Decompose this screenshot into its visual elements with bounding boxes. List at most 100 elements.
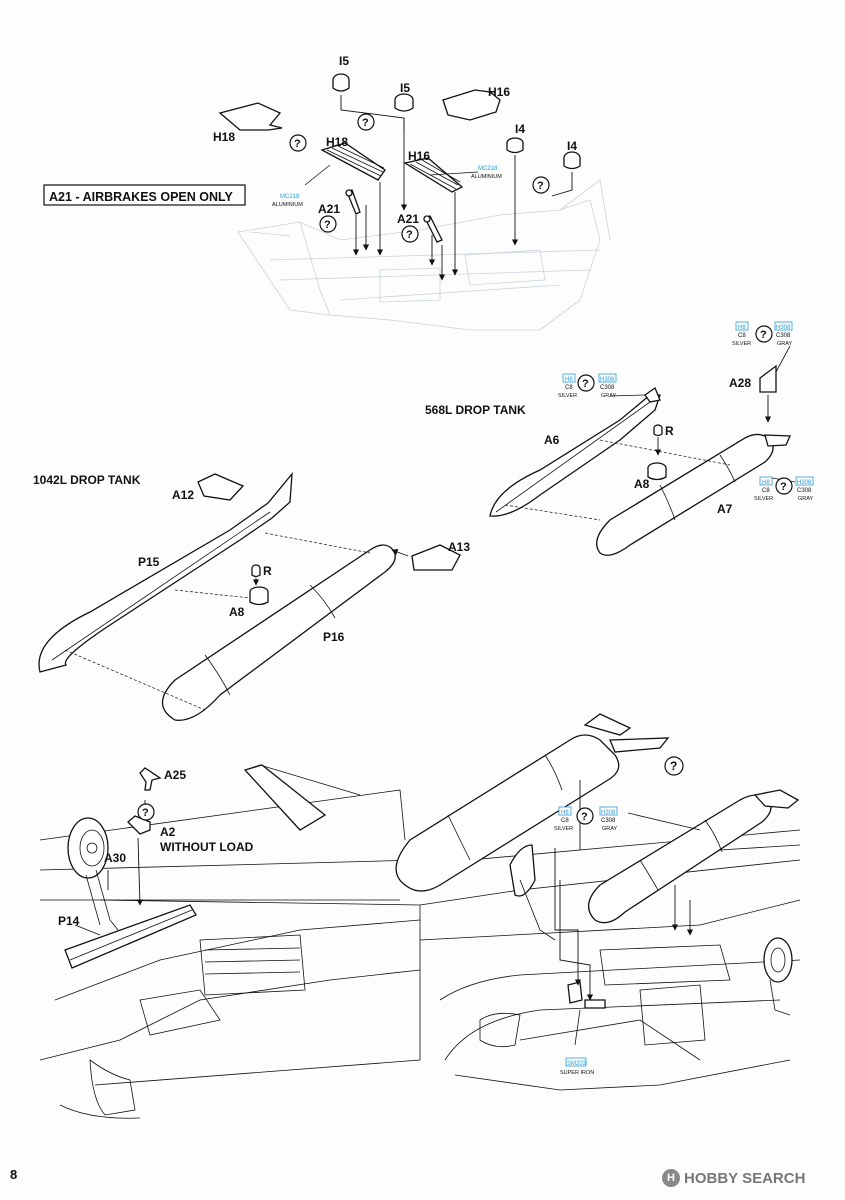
part-a8-568 [647,462,667,481]
paint-box-h308-mid [598,373,617,383]
paint-h8-bottom: H8 [561,810,569,816]
airbrakes-callout-box [43,184,246,206]
paint-gray-tank: GRAY [798,496,814,502]
paint-h8-mid: H8 [565,377,573,383]
paint-h8-top: H8 [738,325,746,331]
label-a7: A7 [717,502,733,516]
part-r-1042 [251,564,261,578]
label-i4-1: I4 [515,122,525,136]
part-a12 [197,473,245,501]
watermark-text: HOBBY SEARCH [684,1169,806,1187]
tank-1042-body [161,544,396,721]
paint-box-h8-mid [562,373,576,383]
paint-mc218-2-code: MC218 [478,166,498,172]
label-p15: P15 [138,555,160,569]
paint-h308-bottom: H308 [601,810,616,816]
bottom-right-airframe [419,829,801,1091]
unknown-marker-paint-mid [577,374,595,392]
q-mark-paint-mid: ? [582,378,589,390]
paint-h308-tank: H308 [797,480,812,486]
top-assembly-arrows [304,95,573,281]
tank-568-body [596,433,791,556]
bottom-right-arrows [554,780,701,1046]
label-r-568: R [665,424,674,438]
paint-box-h8-tank [759,476,773,486]
label-a8-568: A8 [634,477,650,491]
paint-box-h8-top [735,321,749,331]
label-h18-airbrake: H18 [326,135,348,149]
paint-c8-bottom: C8 [561,818,569,824]
title-1042-tank: 1042L DROP TANK [33,473,141,487]
tank-1042-arrows [64,532,409,711]
label-without-load: WITHOUT LOAD [160,840,254,854]
paint-box-h308-top [774,321,793,331]
hobby-search-watermark: H HOBBY SEARCH [662,1166,837,1190]
label-a21-2: A21 [397,212,419,226]
q-mark-1: ? [362,117,369,129]
paint-silver-mid: SILVER [558,393,577,399]
label-p16: P16 [323,630,345,644]
paint-silver-bottom: SILVER [554,826,573,832]
label-a2: A2 [160,825,176,839]
paint-c308-mid: C308 [600,385,615,391]
title-568-tank: 568L DROP TANK [425,403,526,417]
label-a28: A28 [729,376,751,390]
tank-1042-pylon [38,472,293,673]
paint-sm203-name: SUPER IRON [560,1070,594,1076]
part-p14-pylon-rail [64,904,197,969]
part-i4-cap-2 [563,151,581,170]
paint-mc218-2-name: ALUMINIUM [471,174,502,180]
part-h18-airbrake [320,142,386,181]
unknown-marker-paint-tank [775,477,793,495]
part-i4-cap-1 [506,137,524,154]
paint-c308-bottom: C308 [601,818,616,824]
label-a30: A30 [104,851,126,865]
page-number: 8 [10,1167,18,1182]
unknown-marker-bottom-right [664,756,684,776]
bottom-right-large-tank [395,713,670,892]
part-a21-actuator-1 [345,189,361,215]
tank-568-pylon [489,387,661,517]
label-h16-airbrake: H16 [408,149,430,163]
q-mark-paint-top: ? [760,329,767,341]
paint-gray-bottom: GRAY [602,826,618,832]
label-a12: A12 [172,488,194,502]
paint-h8-tank: H8 [762,480,770,486]
paint-h308-mid: H308 [600,377,615,383]
paint-mc218-1-code: MC218 [280,194,300,200]
bottom-right-nose-gear [509,844,556,941]
part-a2 [127,815,151,835]
part-r-568 [653,424,663,437]
part-i5-cap-2 [394,93,414,112]
paint-box-h8-bottom [558,806,572,816]
part-i5-cap-1 [332,73,350,92]
bottom-right-gear-wheel [763,937,793,1016]
q-mark-3: ? [537,180,544,192]
bottom-right-pylon-parts [567,981,606,1009]
unknown-markers-top [289,113,550,243]
paint-box-h308-bottom [599,806,618,816]
label-a25: A25 [164,768,186,782]
q-mark-paint-bottom: ? [581,811,588,823]
label-h16-panel: H16 [488,85,510,99]
part-a21-actuator-2 [423,215,443,243]
label-a8-1042: A8 [229,605,245,619]
paint-gray-mid: GRAY [601,393,617,399]
paint-c308-tank: C308 [797,488,812,494]
q-mark-bottom-left: ? [142,807,149,819]
paint-silver-top: SILVER [732,341,751,347]
label-i4-2: I4 [567,139,577,153]
top-airframe-ghost [237,179,611,331]
airbrakes-callout-text: A21 - AIRBRAKES OPEN ONLY [49,190,233,204]
part-h18-panel [218,102,283,131]
part-a13 [411,544,461,571]
paint-box-sm203 [565,1057,587,1067]
part-a28-fin [759,364,777,393]
paint-mc218-1-name: ALUMINIUM [272,202,303,208]
q-mark-5: ? [406,229,413,241]
landing-gear-wheel [67,817,119,931]
part-a8-1042 [249,586,269,606]
unknown-marker-paint-bottom [576,807,594,825]
